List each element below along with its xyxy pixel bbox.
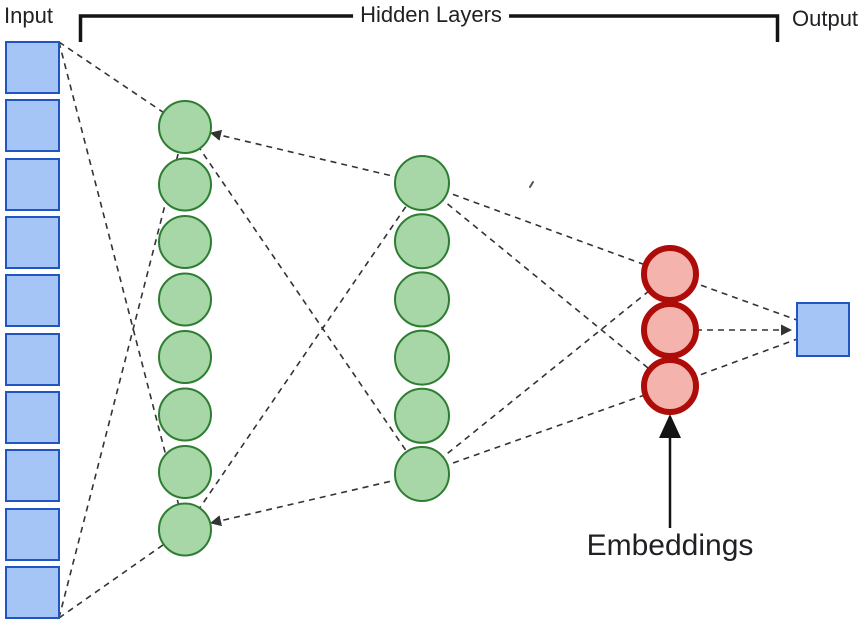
hidden-layer-1-node-6 [158, 387, 212, 442]
hidden-layer-2-node-3 [394, 271, 450, 328]
input-node-9 [5, 508, 60, 561]
input-node-6 [5, 333, 60, 386]
connection-line [421, 182, 671, 275]
input-node-5 [5, 274, 60, 327]
connection-line [421, 182, 671, 387]
connection-line [58, 126, 186, 619]
embedding-node-2 [641, 301, 699, 359]
input-node-4 [5, 216, 60, 269]
output-label: Output [792, 6, 859, 31]
connection-line [209, 129, 423, 184]
hidden-layer-1-node-4 [158, 272, 212, 327]
hidden-layer-1-node-5 [158, 330, 212, 384]
connection-line [184, 182, 423, 530]
connection-line [421, 273, 671, 475]
hidden-layer-2-node-1 [394, 155, 450, 211]
stray-mark [529, 181, 534, 188]
input-node-8 [5, 449, 60, 502]
hidden-layer-1-node-1 [158, 100, 212, 154]
hidden-layer-1-node-2 [158, 157, 212, 212]
connection-line [184, 126, 423, 475]
hidden-layer-2-node-2 [394, 213, 450, 270]
connection-line [209, 473, 423, 527]
hidden-layer-2-node-4 [394, 329, 450, 386]
embedding-node-1 [641, 245, 699, 303]
input-node-2 [5, 99, 60, 152]
output-node [796, 302, 850, 357]
input-node-7 [5, 391, 60, 444]
input-label: Input [4, 3, 53, 28]
input-node-10 [5, 566, 60, 619]
embedding-node-3 [641, 357, 699, 415]
hidden-layer-1-node-7 [158, 445, 212, 499]
hidden-layer-1-node-3 [158, 215, 212, 269]
input-node-3 [5, 158, 60, 211]
embeddings-arrowhead-icon [659, 414, 681, 438]
hidden-layer-1-node-8 [158, 502, 212, 557]
connection-line [58, 528, 186, 619]
connection-line [58, 41, 186, 530]
connection-line [421, 385, 671, 475]
embeddings-label: Embeddings [586, 529, 754, 562]
hidden-layers-label: Hidden Layers [353, 2, 509, 28]
hidden-layer-2-node-5 [394, 387, 450, 444]
input-node-1 [5, 41, 60, 94]
hidden-layer-2-node-6 [394, 446, 450, 502]
